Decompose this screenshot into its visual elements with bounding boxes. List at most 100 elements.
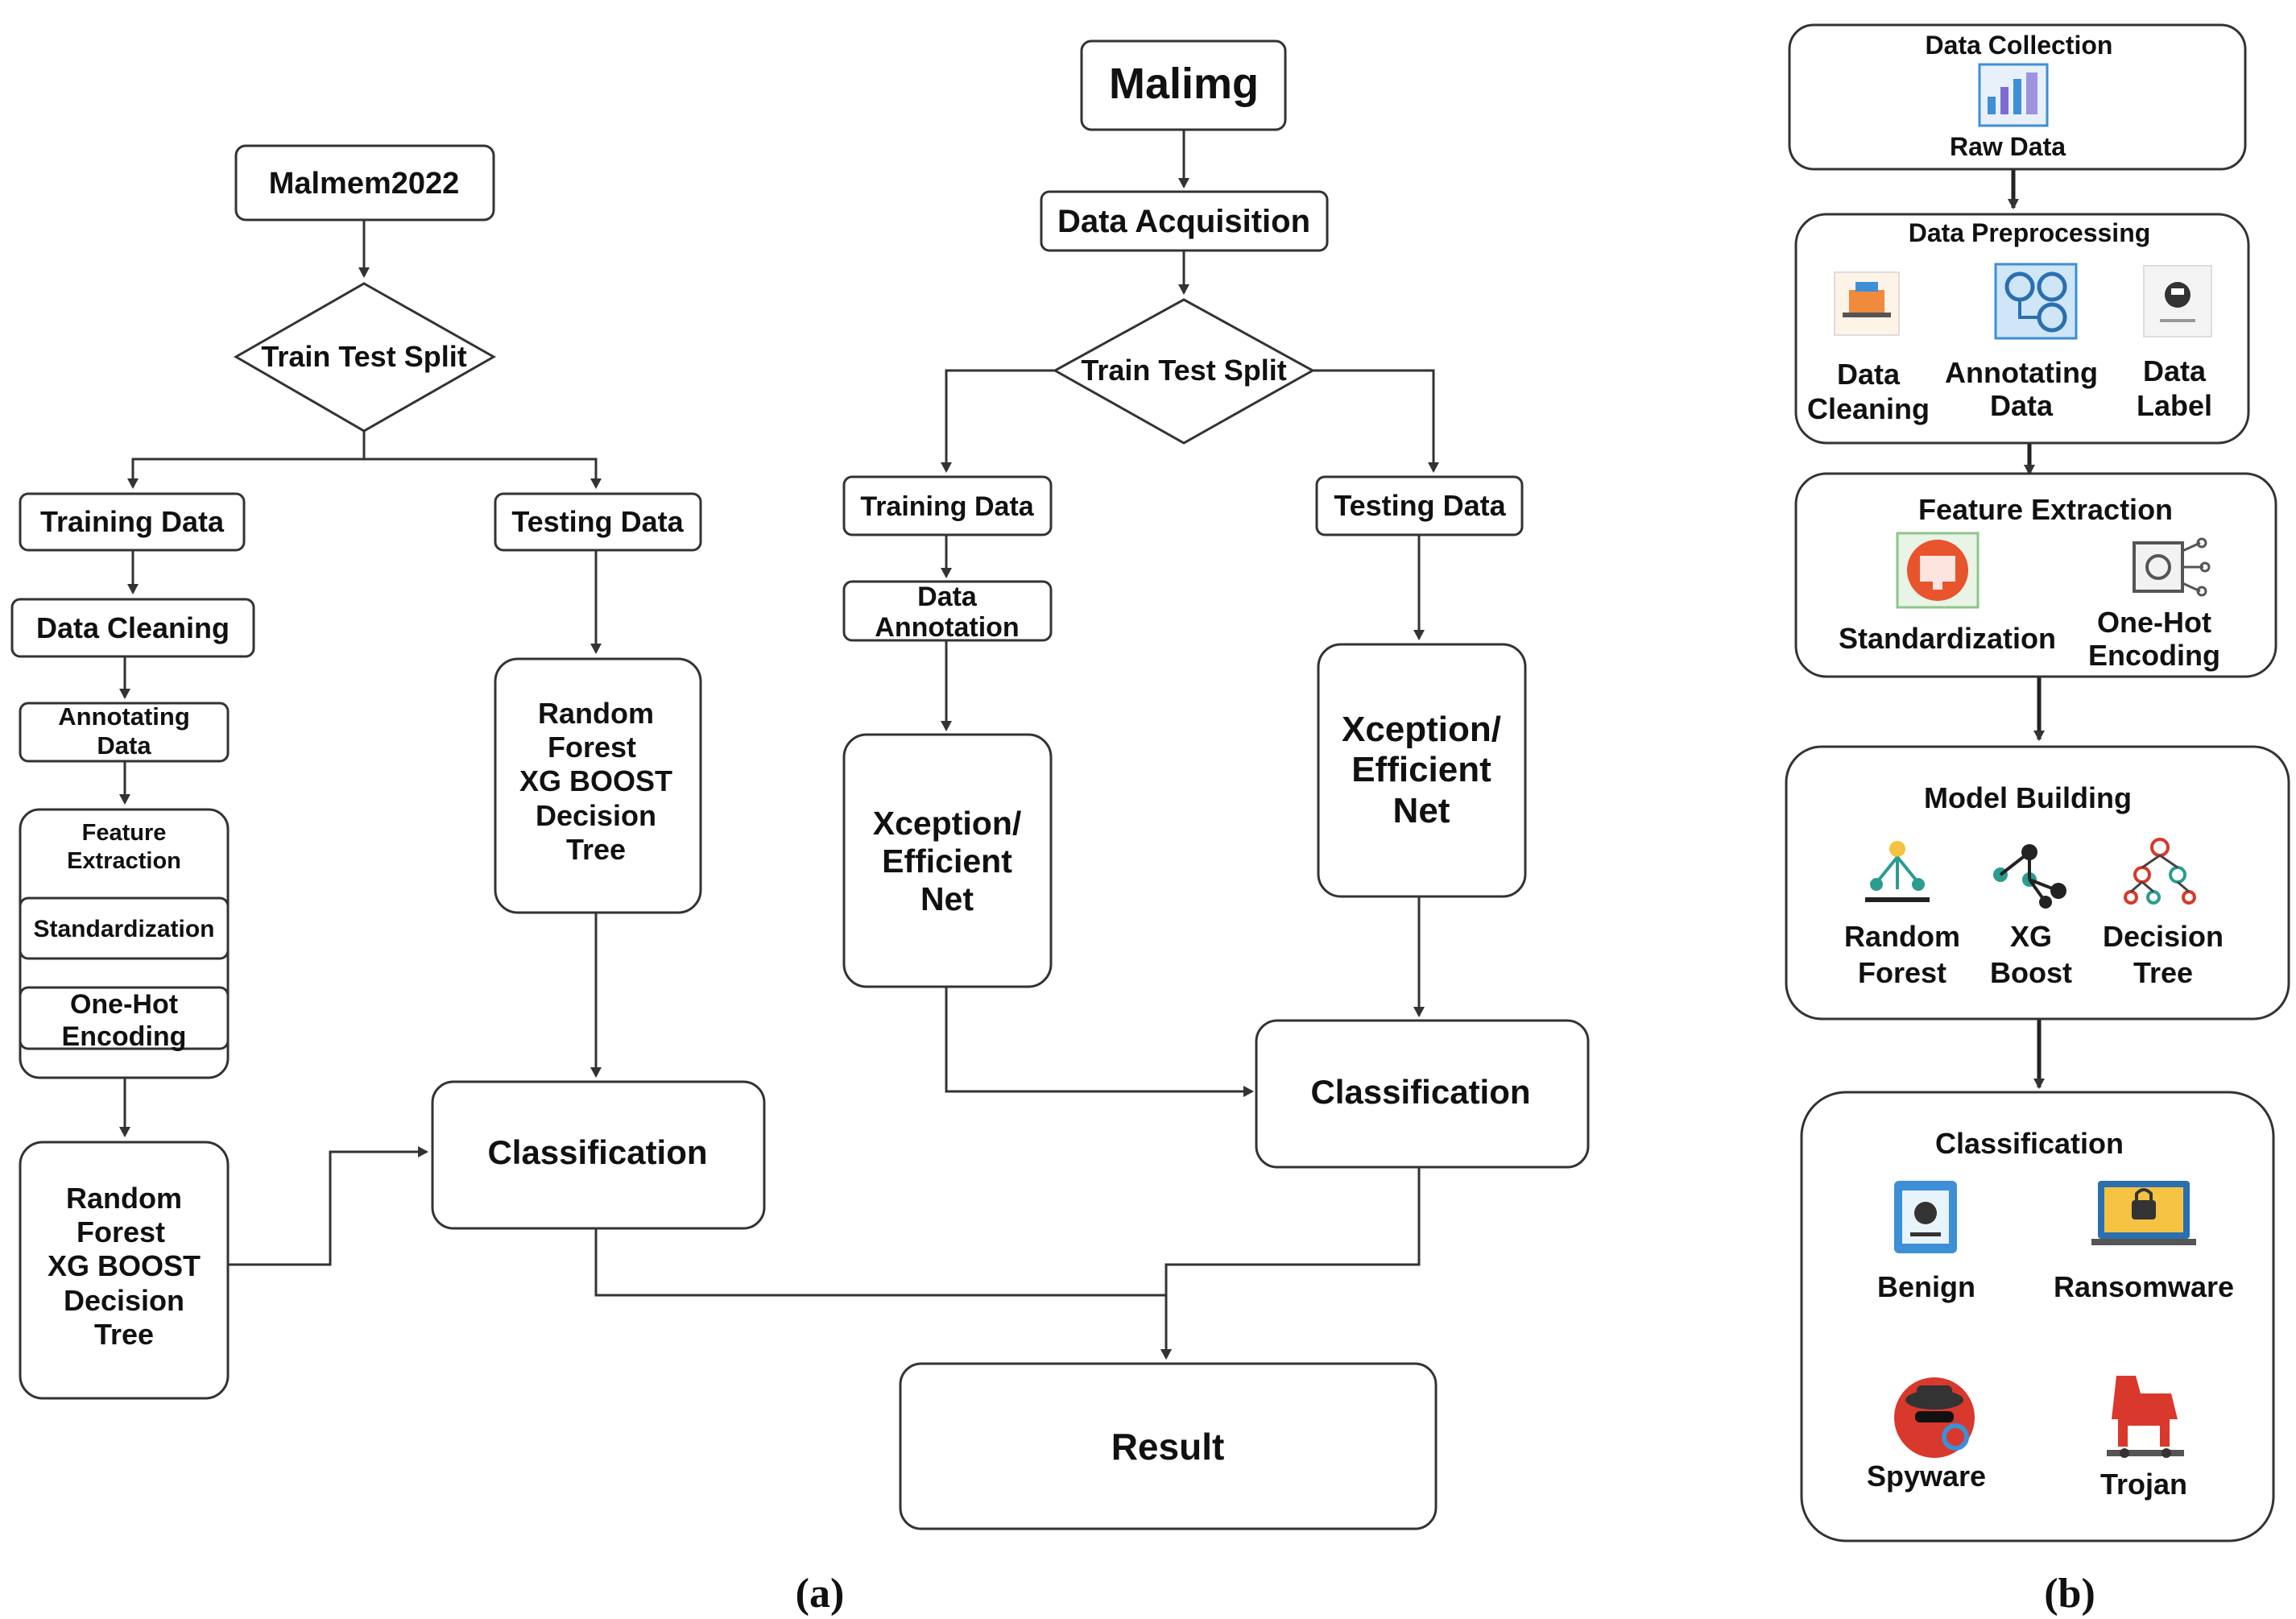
- arrow-classification-r-to-result: [1160, 1167, 1421, 1360]
- xception-test-2: Efficient: [1351, 750, 1491, 789]
- feature-item-2-line-2: Encoding: [2088, 639, 2220, 672]
- test-model-5: Tree: [566, 833, 626, 866]
- model-item-3-line-1: Decision: [2103, 920, 2224, 953]
- arrow-split-to-training: [127, 431, 366, 489]
- data-cleaning-box: [10, 598, 255, 658]
- annotation-label-2: Annotation: [875, 612, 1019, 643]
- model-item-2-line-1: XG: [2010, 920, 2052, 953]
- test-model-3: XG BOOST: [519, 764, 672, 797]
- xception-train-2: Efficient: [882, 843, 1012, 880]
- training-label-r: Training Data: [860, 491, 1034, 522]
- split-label-r: Train Test Split: [1081, 354, 1286, 387]
- classification-box-r: [1255, 1019, 1590, 1169]
- xception-test-box: [1317, 643, 1527, 898]
- xception-test-3: Net: [1393, 791, 1450, 830]
- model-item-2-line-2: Boost: [1990, 956, 2072, 989]
- onehot-label-2: Encoding: [62, 1021, 187, 1052]
- caption-b: (b): [2044, 1571, 2095, 1617]
- arrow-split-to-testing: [364, 458, 602, 489]
- malmem2022-label: Malmem2022: [269, 167, 460, 201]
- testing-data-box-r: [1315, 475, 1524, 536]
- class-spyware: Spyware: [1867, 1460, 1986, 1493]
- preprocessing-title: Data Preprocessing: [1909, 218, 2151, 247]
- result-box: [899, 1362, 1438, 1530]
- trojan-icon: [2107, 1376, 2184, 1458]
- caption-a: (a): [796, 1571, 845, 1617]
- testing-label: Testing Data: [511, 505, 684, 538]
- model-item-1-line-2: Forest: [1858, 956, 1946, 989]
- panel-a-left-flow: [10, 144, 766, 1400]
- data-acquisition-box: [1040, 190, 1329, 252]
- one-hot-encoding-icon: [2133, 537, 2211, 597]
- test-model-4: Decision: [536, 799, 656, 832]
- panel-a-labels: Malmem2022 Train Test Split Training Dat…: [33, 60, 1530, 1617]
- class-trojan: Trojan: [2100, 1468, 2187, 1501]
- split-label: Train Test Split: [261, 340, 466, 373]
- ransomware-icon: [2091, 1181, 2196, 1245]
- prep-item-3-line-1: Data: [2143, 354, 2207, 387]
- test-models-box: [494, 657, 702, 914]
- xg-boost-icon: [1993, 844, 2066, 909]
- model-item-3-line-2: Tree: [2133, 956, 2193, 989]
- testing-data-box: [494, 492, 702, 552]
- arrow-classification-to-result: [594, 1228, 1172, 1360]
- testing-label-r: Testing Data: [1334, 489, 1506, 522]
- arrow-models-to-classification: [228, 1146, 428, 1266]
- raw-data-icon: [1978, 63, 2049, 127]
- annotating-data-icon: [1994, 263, 2078, 340]
- xception-train-box: [842, 733, 1053, 988]
- malmem2022-box: [234, 144, 495, 222]
- prep-item-3-line-2: Label: [2137, 389, 2212, 422]
- model-building-title: Model Building: [1924, 781, 2132, 814]
- feature-label-1: Feature: [82, 820, 167, 846]
- training-data-box-r: [842, 475, 1053, 536]
- data-cleaning-icon: [1834, 271, 1900, 336]
- classification-title-b: Classification: [1935, 1127, 2124, 1160]
- standardization-label: Standardization: [33, 916, 214, 942]
- panel-b-connectors: [2008, 169, 2045, 1089]
- benign-icon: [1894, 1181, 1957, 1253]
- classification-label-r: Classification: [1310, 1073, 1530, 1111]
- arrow-model-to-classification-r: [945, 987, 1254, 1097]
- collection-title: Data Collection: [1926, 31, 2113, 60]
- feature-item-2-line-1: One-Hot: [2097, 606, 2211, 639]
- xception-train-1: Xception/: [873, 805, 1022, 842]
- classification-box: [431, 1080, 766, 1230]
- arrow-split-to-training-r: [941, 369, 1055, 473]
- train-test-split-diamond-r: [1052, 298, 1316, 445]
- annotating-data-box: [19, 702, 230, 763]
- prep-item-1-line-1: Data: [1837, 358, 1901, 391]
- train-model-5: Tree: [94, 1318, 154, 1351]
- class-benign: Benign: [1877, 1270, 1975, 1303]
- test-model-1: Random: [538, 697, 654, 730]
- annotating-label-2: Data: [97, 731, 151, 760]
- malimg-label: Malimg: [1109, 60, 1259, 108]
- result-label: Result: [1111, 1426, 1225, 1468]
- prep-item-2-line-1: Annotating: [1945, 356, 2098, 389]
- onehot-label-1: One-Hot: [70, 989, 178, 1020]
- one-hot-encoding-box: [19, 986, 230, 1050]
- raw-data-label: Raw Data: [1950, 132, 2066, 161]
- arrow-split-to-testing-r: [1313, 369, 1439, 473]
- training-data-box: [19, 492, 246, 552]
- panel-b-labels: Data Collection Raw Data Data Preprocess…: [1807, 31, 2234, 1617]
- standardization-icon: [1896, 532, 1980, 609]
- feature-label-2: Extraction: [67, 848, 181, 874]
- train-model-2: Forest: [77, 1215, 165, 1248]
- malimg-box: [1080, 39, 1287, 131]
- train-model-4: Decision: [64, 1284, 184, 1317]
- panel-a-right-flow: [842, 39, 1590, 1530]
- decision-tree-icon: [2124, 838, 2196, 905]
- feature-extraction-box-b: [1794, 472, 2277, 678]
- annotating-label-1: Annotating: [58, 702, 190, 731]
- panel-b-icons: [1834, 63, 2212, 1458]
- acquisition-label: Data Acquisition: [1057, 204, 1310, 239]
- standardization-box: [19, 896, 230, 960]
- prep-item-1-line-2: Cleaning: [1807, 392, 1930, 425]
- feature-title-b: Feature Extraction: [1918, 493, 2173, 526]
- data-annotation-box: [842, 580, 1053, 642]
- xception-train-3: Net: [920, 880, 974, 917]
- feature-item-1: Standardization: [1839, 622, 2056, 655]
- annotation-label-1: Data: [917, 582, 978, 612]
